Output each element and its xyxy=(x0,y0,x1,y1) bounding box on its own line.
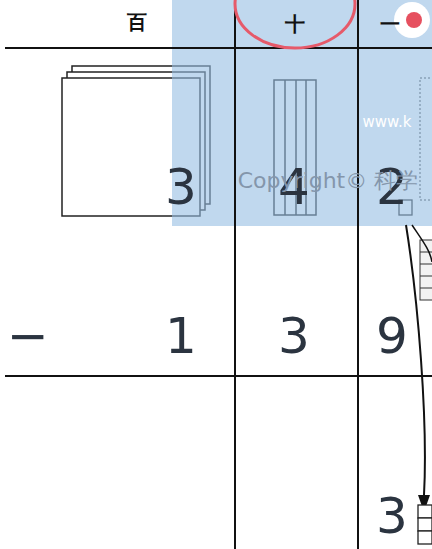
digit: 3 xyxy=(165,162,197,212)
minus-sign: − xyxy=(7,311,49,361)
column-header: 十 xyxy=(285,14,305,34)
digit: 3 xyxy=(278,311,310,361)
digit: 1 xyxy=(165,311,197,361)
column-header: 一 xyxy=(380,14,400,34)
digit: 3 xyxy=(376,491,408,541)
watermark: Copyright© 科学 xyxy=(238,170,419,192)
column-header: 百 xyxy=(127,12,147,32)
digit: 9 xyxy=(376,311,408,361)
watermark: www.k xyxy=(363,115,412,130)
